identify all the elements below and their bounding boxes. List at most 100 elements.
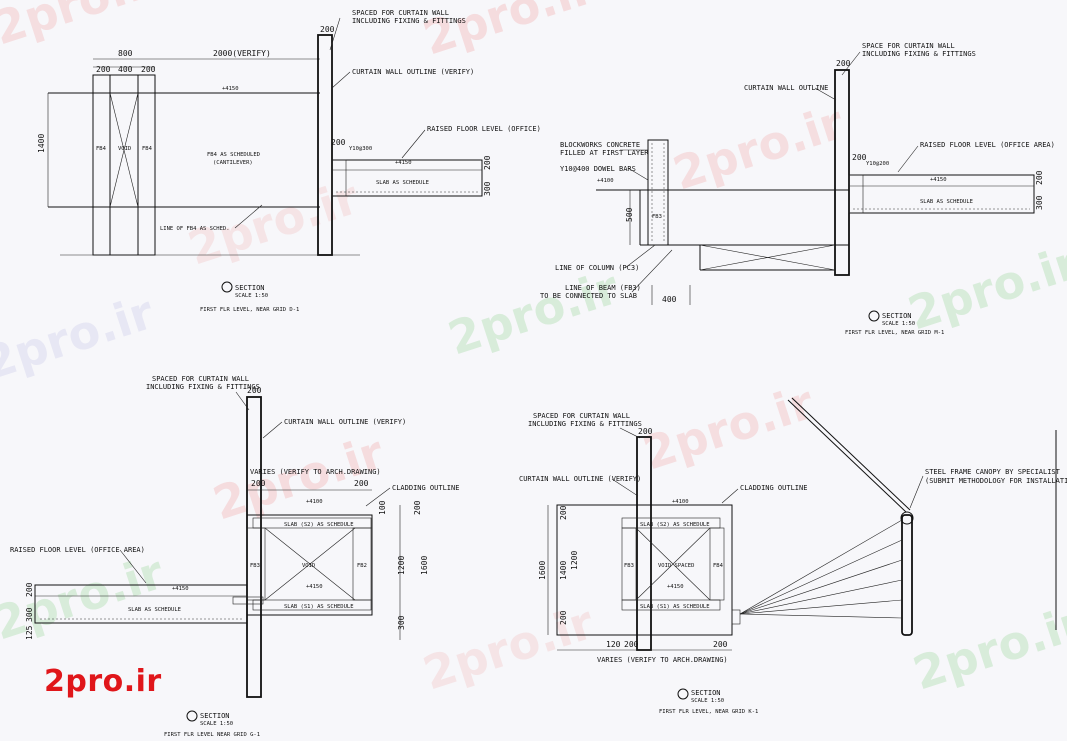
fb4-note: FB4 AS SCHEDULED [207,152,260,158]
dim-125: 125 [25,625,34,640]
slab-s1-label: SLAB (S1) AS SCHEDULE [640,604,710,610]
watermark: 2pro.ir [907,595,1067,701]
top-200: 200 [836,59,851,68]
void-label: VOID [302,563,315,569]
dim-200: 200 [624,640,639,649]
fb2-label: FB2 [357,563,367,569]
slab-s2-label: SLAB (S2) AS SCHEDULE [640,522,710,528]
dim-200: 200 [713,640,728,649]
spaced-note-2: INCLUDING FIXING & FITTINGS [528,420,642,428]
watermarks: 2pro.ir 2pro.ir 2pro.ir 2pro.ir 2pro.ir … [0,0,1067,700]
dim-300: 300 [25,607,34,622]
level-label: +4100 [306,499,323,505]
varies-note: VARIES (VERIFY TO ARCH.DRAWING) [250,468,381,476]
canopy-note: STEEL FRAME CANOPY BY SPECIALIST [925,468,1061,476]
section-4: 200 SPACED FOR CURTAIN WALL INCLUDING FI… [519,397,1067,715]
section-caption: FIRST FLR LEVEL, NEAR GRID D-1 [200,307,299,313]
section-3: 200 SPACED FOR CURTAIN WALL INCLUDING FI… [10,375,459,738]
spaced-note-2: INCLUDING FIXING & FITTINGS [352,17,466,25]
section-1: 2000(VERIFY) 800 200 400 200 FB4 FB4 VOI… [37,9,541,313]
site-logo[interactable]: 2pro.ir [44,664,162,699]
scale-label: SCALE 1:50 [691,698,724,704]
raised-floor-note: RAISED FLOOR LEVEL (OFFICE AREA) [920,141,1055,149]
beam-note: LINE OF BEAM (FB3) [565,284,641,292]
fb3-label: FB3 [652,214,662,220]
section-title: SECTION [200,712,230,720]
level-label: +4150 [172,586,189,592]
slab-label: SLAB AS SCHEDULE [920,199,973,205]
dim-500: 500 [625,207,634,222]
dim-300: 300 [1035,195,1044,210]
slab-s1-label: SLAB (S1) AS SCHEDULE [284,604,354,610]
watermark: 2pro.ir [902,235,1067,341]
dim-1400: 1400 [37,134,46,153]
spaced-note-2: INCLUDING FIXING & FITTINGS [862,50,976,58]
level-label: +4150 [395,160,412,166]
bar-label: Y10@300 [349,146,372,152]
level-label: +4100 [672,499,689,505]
watermark: 2pro.ir [442,260,626,366]
watermark: 2pro.ir [182,170,366,276]
curtain-note: CURTAIN WALL OUTLINE (VERIFY) [519,475,641,483]
bar-label: Y10@200 [866,161,889,167]
fb4-note-2: (CANTILEVER) [213,160,253,166]
level-label: +4150 [306,584,323,590]
void-label: VOID SPACED [658,563,694,569]
spaced-note: SPACED FOR CURTAIN WALL [352,9,449,17]
watermark: 2pro.ir [0,285,160,391]
spaced-note-2: INCLUDING FIXING & FITTINGS [146,383,260,391]
fb3-label: FB3 [250,563,260,569]
scale-label: SCALE 1:50 [235,293,268,299]
dim-200: 200 [559,505,568,520]
varies-note: VARIES (VERIFY TO ARCH.DRAWING) [597,656,728,664]
dim-200: 200 [251,479,266,488]
level-label: +4100 [597,178,614,184]
section-caption: FIRST FLR LEVEL NEAR GRID G-1 [164,732,260,738]
watermark: 2pro.ir [637,375,821,481]
watermark: 2pro.ir [667,95,851,201]
curtain-note: CURTAIN WALL OUTLINE [744,84,828,92]
raised-floor-note: RAISED FLOOR LEVEL (OFFICE AREA) [10,546,145,554]
dim-300: 300 [397,615,406,630]
dim-200: 200 [25,582,34,597]
top-200: 200 [320,25,335,34]
dim-200: 200 [852,153,867,162]
raised-floor-note: RAISED FLOOR LEVEL (OFFICE) [427,125,541,133]
scale-label: SCALE 1:50 [200,721,233,727]
dim-total: 2000(VERIFY) [213,49,271,58]
curtain-note: CURTAIN WALL OUTLINE (VERIFY) [352,68,474,76]
dim-800: 800 [118,49,133,58]
section-title: SECTION [235,284,265,292]
dim-1400: 1400 [559,561,568,580]
level-label: +4150 [222,86,239,92]
dim-400: 400 [662,295,677,304]
section-caption: FIRST FLR LEVEL, NEAR GRID M-1 [845,330,944,336]
dowel-note: Y10@400 DOWEL BARS [560,165,636,173]
fb4-label: FB4 [713,563,724,569]
fb4-line-note: LINE OF FB4 AS SCHED. [160,226,230,232]
dim-200: 200 [1035,170,1044,185]
dim-200: 200 [559,610,568,625]
level-label: +4150 [930,177,947,183]
slab-s2-label: SLAB (S2) AS SCHEDULE [284,522,354,528]
block-note-2: FILLED AT FIRST LAYER [560,149,649,157]
block-note: BLOCKWORKS CONCRETE [560,141,640,149]
dim-1600: 1600 [420,556,429,575]
curtain-note: CURTAIN WALL OUTLINE (VERIFY) [284,418,406,426]
watermark: 2pro.ir [417,595,601,701]
level-label: +4150 [667,584,684,590]
section-title: SECTION [691,689,721,697]
column-note: LINE OF COLUMN (PC3) [555,264,639,272]
dim-100: 100 [378,500,387,515]
slab-label: SLAB AS SCHEDULE [128,607,181,613]
spaced-note: SPACED FOR CURTAIN WALL [533,412,630,420]
slab-label: SLAB AS SCHEDULE [376,180,429,186]
fb4-label: FB4 [96,146,107,152]
top-200: 200 [638,427,653,436]
dim-200: 200 [96,65,111,74]
watermark: 2pro.ir [0,0,170,55]
dim-200: 200 [354,479,369,488]
dim-200: 200 [141,65,156,74]
dim-400: 400 [118,65,133,74]
